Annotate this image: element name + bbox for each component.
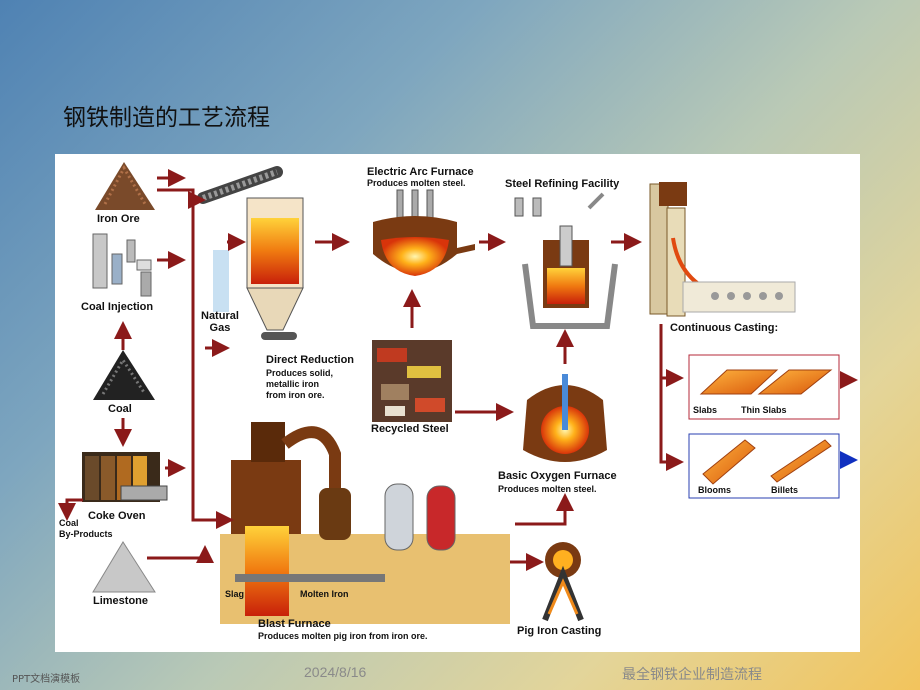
limestone-pile <box>92 541 156 593</box>
label-coal: Coal <box>108 403 132 415</box>
label-blast-furnace: Blast Furnace <box>258 618 331 630</box>
label-iron-ore: Iron Ore <box>97 213 140 225</box>
label-natural-gas: Natural Gas <box>201 310 239 334</box>
label-continuous-casting: Continuous Casting: <box>670 322 779 334</box>
coal-injection-equipment <box>92 233 152 297</box>
bloom-shape <box>702 439 756 485</box>
label-limestone: Limestone <box>93 595 149 607</box>
pig-iron-casting-machine <box>542 542 584 622</box>
label-direct-reduction-note: Produces solid, metallic iron from iron … <box>266 368 334 400</box>
iron-ore-pile <box>95 162 155 210</box>
label-thin-slabs: Thin Slabs <box>741 405 787 415</box>
footer-date: 2024/8/16 <box>304 664 367 680</box>
label-slag: Slag <box>225 589 245 599</box>
footer-template-label: PPT文档演模板 <box>12 674 81 685</box>
label-blast-furnace-note: Produces molten pig iron from iron ore. <box>258 631 428 641</box>
label-eaf-note: Produces molten steel. <box>367 178 466 188</box>
billet-shape <box>770 439 832 483</box>
natural-gas-column <box>213 250 229 312</box>
label-direct-reduction: Direct Reduction <box>266 354 355 366</box>
label-basic-oxygen-furnace: Basic Oxygen Furnace <box>498 470 617 482</box>
page-title: 钢铁制造的工艺流程 <box>63 105 270 131</box>
label-slabs: Slabs <box>693 405 718 415</box>
label-blooms: Blooms <box>698 485 732 495</box>
electric-arc-furnace <box>373 189 475 276</box>
recycled-steel-image <box>372 340 452 422</box>
coke-oven <box>82 452 168 502</box>
conveyor-belt <box>197 166 283 204</box>
label-coal-byproducts: Coal By-Products <box>59 518 113 539</box>
label-electric-arc-furnace: Electric Arc Furnace <box>367 166 474 178</box>
blast-furnace-complex <box>220 422 510 624</box>
diagram-graphics <box>58 162 858 624</box>
label-steel-refining: Steel Refining Facility <box>505 178 620 190</box>
label-bof-note: Produces molten steel. <box>498 484 597 494</box>
process-diagram: Iron Ore Coal Injection Coal Coke Oven C… <box>55 154 860 652</box>
label-coal-injection: Coal Injection <box>81 301 154 313</box>
direct-reduction-furnace <box>246 197 304 340</box>
basic-oxygen-furnace <box>523 374 607 462</box>
label-molten-iron: Molten Iron <box>300 589 349 599</box>
thin-slab-shape <box>757 369 833 395</box>
label-pig-iron-casting: Pig Iron Casting <box>517 625 602 637</box>
steel-refining-facility <box>514 192 618 329</box>
continuous-casting-machine <box>649 182 796 317</box>
label-billets: Billets <box>771 485 799 495</box>
label-recycled-steel: Recycled Steel <box>371 423 449 435</box>
footer-caption: 最全钢铁企业制造流程 <box>622 667 762 683</box>
slab-shape <box>699 369 779 395</box>
flow-arrows <box>58 169 858 571</box>
label-coke-oven: Coke Oven <box>88 510 146 522</box>
